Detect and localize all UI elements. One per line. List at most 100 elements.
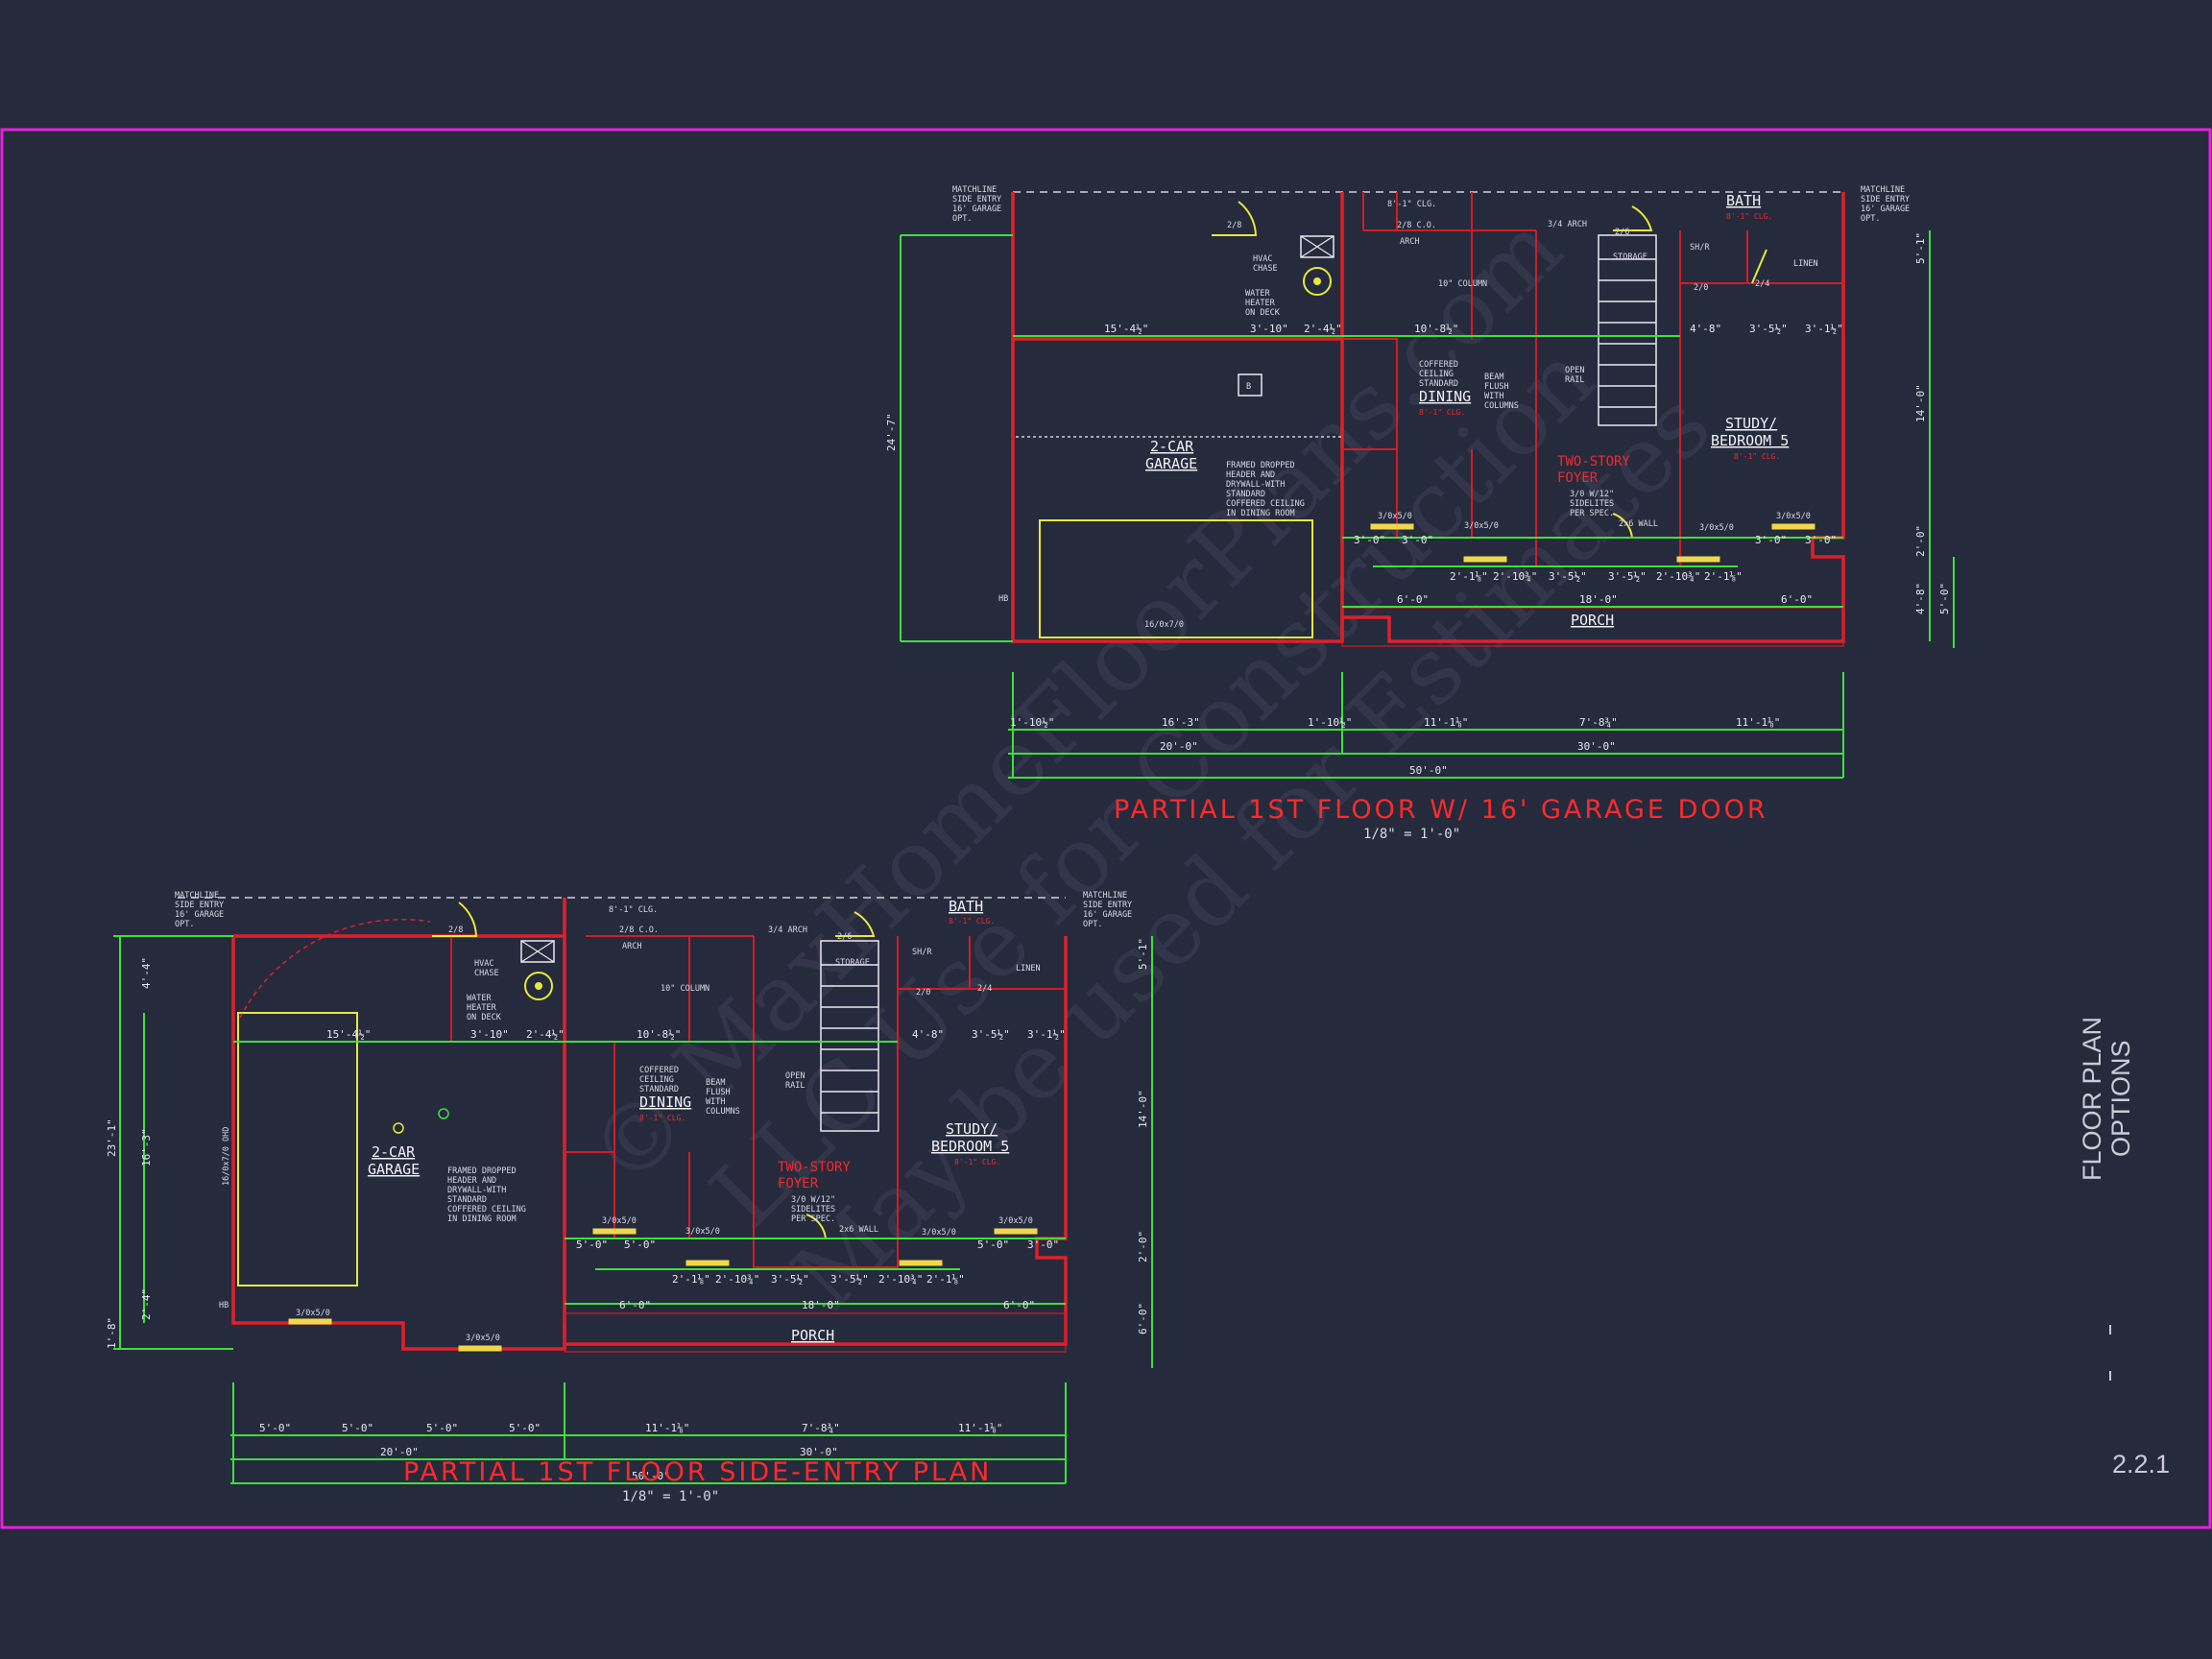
- dim-label: 2'-4½": [1304, 323, 1342, 335]
- door-tag: 2/4: [1755, 279, 1769, 289]
- room-label-dining: DINING: [639, 1094, 691, 1111]
- dim-label: 50'-0": [632, 1470, 670, 1482]
- sidelite-note: 3/0 W/12": [1570, 490, 1614, 499]
- window-tag: 3/0x5/0: [685, 1227, 720, 1237]
- dim-label: 10'-8½": [637, 1028, 681, 1041]
- dim-label: 5'-0": [1938, 583, 1951, 614]
- dim-label: 3'-5½": [1749, 323, 1788, 335]
- dim-label: 23'-1": [106, 1118, 118, 1157]
- hvac-chase-icon: [1300, 235, 1334, 258]
- garage-house-wall: [233, 898, 566, 1344]
- matchline-note: OPT.: [175, 920, 194, 929]
- room-label-study: BEDROOM 5: [1711, 432, 1789, 449]
- dimension-lines: [113, 935, 1153, 1484]
- garage-house-wall: [1013, 192, 1344, 641]
- room-label-garage: GARAGE: [368, 1161, 420, 1178]
- room-label-garage: 2-CAR: [372, 1143, 416, 1161]
- plan-scale-top: 1/8" = 1'-0": [1363, 827, 1460, 842]
- dim-label: 5'-0": [509, 1422, 541, 1434]
- sheet-number: 2.2.1: [2112, 1450, 2170, 1479]
- light-fixture-icon: [393, 1122, 404, 1134]
- arch-note: ARCH: [622, 942, 641, 951]
- room-label-storage: STORAGE: [835, 958, 870, 968]
- dim-label: 3'-0": [1354, 534, 1385, 546]
- window: [1676, 556, 1720, 563]
- room-label-bath: BATH: [1726, 192, 1761, 209]
- dim-label: 10'-8½": [1414, 323, 1458, 335]
- dim-label: 6'-0": [1137, 1303, 1149, 1334]
- matchline-note: MATCHLINE: [1083, 891, 1127, 901]
- matchline-note: 16' GARAGE: [1083, 910, 1132, 920]
- sidelite-note: SIDELITES: [791, 1205, 835, 1214]
- room-label-foyer: TWO-STORY: [1557, 454, 1630, 469]
- coffer-note: STANDARD: [639, 1085, 679, 1094]
- window-tag: 3/0x5/0: [922, 1228, 956, 1238]
- room-label-foyer: TWO-STORY: [778, 1160, 851, 1175]
- room-label-bath: BATH: [949, 898, 983, 915]
- dim-label: 5'-0": [576, 1238, 608, 1251]
- dim-label: 3'-1½": [1027, 1028, 1066, 1041]
- column-note: 10" COLUMN: [1438, 279, 1487, 289]
- door-tag: 2/8: [448, 926, 463, 935]
- framed-note: FRAMED DROPPED: [447, 1166, 517, 1176]
- equipment-box: [1238, 373, 1262, 397]
- dim-label: 3'-0": [1402, 534, 1433, 546]
- beam-note: FLUSH: [706, 1088, 731, 1097]
- beam-note: COLUMNS: [706, 1107, 740, 1117]
- window-tag: 3/0x5/0: [1776, 512, 1811, 521]
- dim-label: 30'-0": [1577, 740, 1616, 753]
- dim-label: 30'-0": [800, 1446, 838, 1458]
- matchline-note: OPT.: [1083, 920, 1102, 929]
- dim-label: 5'-0": [426, 1422, 458, 1434]
- matchline-note: MATCHLINE: [175, 891, 219, 901]
- hvac-note: CHASE: [474, 969, 499, 978]
- framed-note: COFFERED CEILING: [447, 1205, 526, 1214]
- dim-label: 16'-3": [1162, 716, 1200, 729]
- dim-label: 15'-4½": [326, 1028, 371, 1041]
- dim-label: 2'-0": [1914, 525, 1927, 557]
- dim-label: 2'-0": [1137, 1231, 1149, 1262]
- dim-label: 5'-1": [1914, 232, 1927, 264]
- arch-note: ARCH: [1400, 237, 1419, 247]
- room-label-garage: 2-CAR: [1150, 438, 1194, 455]
- dim-label: 11'-1⅛": [645, 1422, 689, 1434]
- dim-label: 3'-0": [1755, 534, 1787, 546]
- open-rail-note: RAIL: [785, 1081, 805, 1091]
- dim-label: 3'-5½": [771, 1273, 809, 1286]
- dim-label: 6'-0": [619, 1299, 651, 1311]
- sheet-title-line-1: FLOOR PLAN: [2078, 1017, 2106, 1181]
- sidelite-note: PER SPEC.: [791, 1214, 835, 1224]
- beam-note: WITH: [1484, 392, 1503, 401]
- dim-label: 3'-5½": [1608, 570, 1647, 583]
- dim-label: 1'-8": [106, 1317, 118, 1349]
- window: [288, 1318, 332, 1325]
- water-heater-icon: [1303, 267, 1332, 296]
- matchline-note: 16' GARAGE: [952, 204, 1001, 214]
- coffer-note: CEILING: [639, 1075, 674, 1085]
- dim-label: 1'-10½": [1010, 716, 1054, 729]
- ceiling-label: 8'-1" CLG.: [954, 1158, 1000, 1166]
- dim-label: 18'-0": [1579, 593, 1618, 606]
- framed-note: FRAMED DROPPED: [1226, 461, 1295, 470]
- light-fixture-icon: [438, 1108, 449, 1119]
- stairs: [1598, 234, 1657, 426]
- door-tag: 2/0: [1694, 283, 1708, 293]
- arch-note: 3/4 ARCH: [768, 926, 807, 935]
- beam-note: BEAM: [1484, 373, 1503, 382]
- window: [1463, 556, 1507, 563]
- sidelite-note: 3/0 W/12": [791, 1195, 835, 1205]
- matchline-note: MATCHLINE: [952, 185, 997, 195]
- garage-door-label: 16/0x7/0 OHD: [222, 1127, 231, 1186]
- hvac-note: HVAC: [474, 959, 493, 969]
- plan-scale-bottom: 1/8" = 1'-0": [622, 1489, 719, 1504]
- dim-label: 2'-1⅛": [1704, 570, 1743, 583]
- plan-title-bottom: PARTIAL 1ST FLOOR SIDE-ENTRY PLAN: [403, 1457, 992, 1487]
- matchline-note: SIDE ENTRY: [1861, 195, 1910, 204]
- hvac-note: HVAC: [1253, 254, 1272, 264]
- window: [1771, 523, 1815, 530]
- door-swing-icon: [432, 902, 478, 937]
- window: [685, 1260, 730, 1266]
- dim-label: 50'-0": [1409, 764, 1448, 777]
- ceiling-label: 8'-1" CLG.: [949, 917, 995, 926]
- framed-note: HEADER AND: [1226, 470, 1275, 480]
